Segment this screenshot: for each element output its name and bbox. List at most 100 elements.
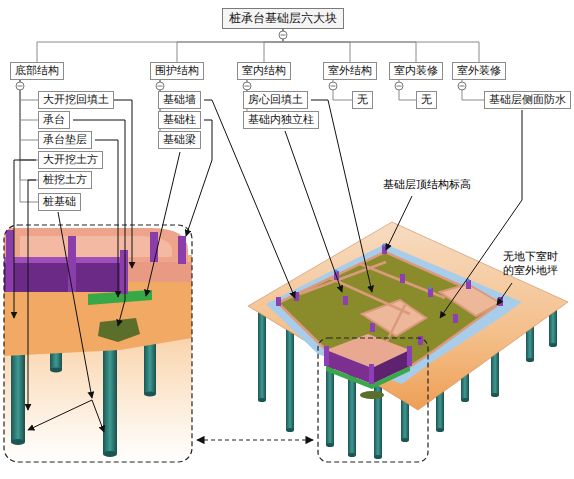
dashed-frame (197, 439, 313, 440)
branch-topic: 室内结构 (237, 62, 291, 80)
leader-arrow (58, 212, 92, 398)
topic-text: 基础内独立柱 (248, 113, 314, 126)
leaf-topic: 基础梁 (158, 131, 201, 149)
foundation-model (286, 320, 294, 430)
foundation-model (374, 455, 382, 459)
foundation-model (348, 453, 356, 457)
topic-text: 围护结构 (155, 64, 199, 77)
collapse-toggle (245, 86, 250, 87)
tree-branch-line (283, 29, 416, 62)
branch-topic: 围护结构 (150, 62, 204, 80)
detail-view (68, 236, 76, 292)
foundation-model (461, 398, 469, 402)
leader-arrow (28, 180, 36, 410)
leaf-topic: 桩基础 (38, 193, 81, 211)
tree-branch-line (20, 80, 38, 180)
root-topic: 桩承台基础层六大块 (222, 8, 344, 29)
branch-topic: 室内装修 (389, 62, 443, 80)
leaf-topic: 大开挖土方 (38, 151, 103, 169)
leader-arrow (14, 160, 36, 318)
topic-text: 底部结构 (15, 64, 59, 77)
leaf-topic: 桩挖土方 (38, 171, 92, 189)
foundation-model (491, 393, 499, 397)
collapse-toggle (16, 31, 466, 90)
foundation-model (286, 428, 294, 432)
collapse-toggle (397, 86, 402, 87)
detail-view (144, 392, 156, 397)
leader-arrow (311, 100, 372, 292)
leader-arrow (386, 196, 412, 250)
foundation-model (407, 346, 412, 366)
collapse-toggle (158, 86, 163, 87)
foundation-model (360, 391, 384, 399)
tree-branch-line (20, 80, 38, 160)
foundation-model (498, 297, 503, 306)
leader-arrow (106, 100, 132, 268)
leaf-topic: 承台 (38, 111, 70, 129)
detail-view (103, 340, 117, 454)
tree-branch-line (177, 29, 283, 62)
branch-topic: 室外结构 (323, 62, 377, 80)
topic-text: 桩承台基础层六大块 (229, 11, 337, 25)
foundation-model (369, 364, 374, 384)
dashed-frame (4, 225, 192, 462)
tree-branch-line (37, 29, 283, 62)
topic-text: 房心回填土 (248, 93, 303, 106)
foundation-model (428, 286, 431, 289)
collapse-toggle (279, 31, 287, 39)
detail-view (4, 255, 192, 462)
foundation-model (362, 300, 426, 336)
topic-text: 无 (421, 93, 432, 106)
foundation-model (400, 274, 405, 283)
topic-text: 基础层侧面防水 (489, 93, 566, 106)
foundation-model (300, 262, 445, 345)
detail-view (4, 228, 192, 462)
leaf-topic: 无 (416, 91, 437, 109)
topic-text: 室内结构 (242, 64, 286, 77)
leaf-topic: 基础层侧面防水 (484, 91, 571, 109)
foundation-model (370, 323, 375, 332)
leaf-topic: 无 (352, 91, 373, 109)
branch-topic: 室外装修 (452, 62, 506, 80)
foundation-model (248, 222, 568, 459)
tree-branch-line (283, 29, 350, 62)
dashed-frame (318, 338, 428, 462)
foundation-model (248, 222, 568, 410)
foundation-model (258, 398, 266, 402)
collapse-toggle (395, 82, 403, 90)
foundation-model (549, 343, 557, 347)
tree-branch-line (20, 80, 38, 202)
foundation-model (401, 438, 409, 442)
foundation-model (436, 428, 444, 432)
topic-text: 桩基础 (43, 195, 76, 208)
detail-view (4, 262, 192, 356)
topic-text: 承台垫层 (43, 133, 87, 146)
foundation-model (418, 336, 423, 345)
foundation-model (526, 358, 534, 362)
collapse-toggle (458, 82, 466, 90)
topic-text: 大开挖土方 (43, 153, 98, 166)
detail-view (150, 232, 158, 262)
collapse-toggle (331, 86, 336, 87)
annotation-label: 无地下室时的室外地坪 (503, 250, 560, 278)
detail-view (128, 262, 192, 282)
foundation-model (382, 243, 385, 246)
leaf-topic: 承台垫层 (38, 131, 92, 149)
topic-text: 室内装修 (394, 64, 438, 77)
topic-text: 基础梁 (163, 133, 196, 146)
detail-view (120, 250, 128, 294)
collapse-toggle (156, 82, 164, 90)
branch-topic: 底部结构 (10, 62, 64, 80)
leader-arrow (146, 152, 180, 296)
collapse-toggle (329, 82, 337, 90)
leaf-topic: 基础柱 (158, 111, 201, 129)
leader-arrow (440, 110, 522, 318)
detail-view (11, 439, 25, 445)
leader-arrow (285, 131, 342, 292)
leaf-topic: 基础内独立柱 (243, 111, 319, 129)
foundation-model (266, 244, 522, 384)
topic-text: 室外装修 (457, 64, 501, 77)
topic-text: 无 (357, 93, 368, 106)
topic-text: 承台 (43, 113, 65, 126)
